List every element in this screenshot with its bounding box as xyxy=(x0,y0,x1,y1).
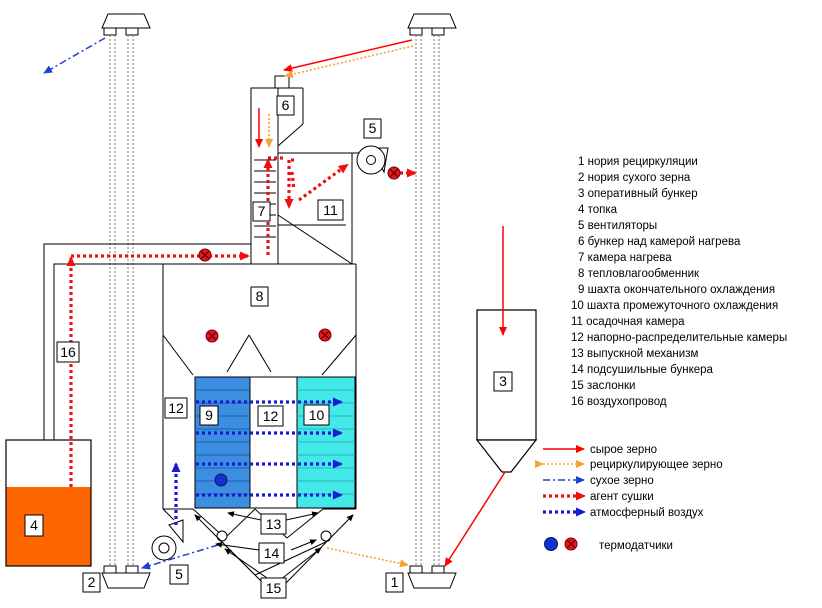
svg-text:12: 12 xyxy=(263,408,279,424)
flow-legend: сырое зерно рециркулирующее зерно сухое … xyxy=(535,444,723,519)
elevator-1 xyxy=(407,13,457,589)
svg-text:9: 9 xyxy=(205,407,213,423)
svg-text:10: 10 xyxy=(309,407,325,423)
pointer-lines xyxy=(194,511,354,584)
svg-text:13 выпускной механизм: 13 выпускной механизм xyxy=(571,348,698,360)
svg-text:6 бункер над камерой нагрева: 6 бункер над камерой нагрева xyxy=(578,236,741,248)
svg-text:атмосферный воздух: атмосферный воздух xyxy=(590,507,704,519)
heat-exchanger-ladder xyxy=(254,159,276,238)
number-texts: 6 7 11 5 8 12 9 12 10 16 4 3 5 2 1 13 14… xyxy=(30,97,507,596)
atmospheric-air-flows xyxy=(171,397,343,525)
svg-text:3: 3 xyxy=(499,373,507,389)
svg-text:5: 5 xyxy=(175,566,183,582)
svg-text:1 нория рециркуляции: 1 нория рециркуляции xyxy=(578,156,698,168)
sensor-exchanger-right xyxy=(318,328,332,342)
recirc-grain-flows xyxy=(265,45,414,568)
sensor-fan-outlet xyxy=(387,166,401,180)
sensor-legend: термодатчики xyxy=(544,537,673,552)
svg-text:15 заслонки: 15 заслонки xyxy=(571,380,635,392)
number-labels xyxy=(24,95,513,599)
heating-column xyxy=(250,75,353,265)
svg-text:14: 14 xyxy=(264,545,280,561)
sensor-legend-blue-icon xyxy=(544,537,558,551)
sensor-duct xyxy=(198,248,212,262)
svg-text:4 топка: 4 топка xyxy=(578,204,618,216)
raw-grain-flows xyxy=(255,39,507,567)
svg-text:сухое зерно: сухое зерно xyxy=(590,475,654,487)
svg-text:15: 15 xyxy=(266,580,282,596)
svg-text:10 шахта промежуточного охлажд: 10 шахта промежуточного охлаждения xyxy=(571,300,778,312)
shaft-final-cooling xyxy=(194,376,251,509)
svg-text:рециркулирующее зерно: рециркулирующее зерно xyxy=(590,459,723,471)
main-body xyxy=(162,263,357,509)
sensor-legend-red-icon xyxy=(564,537,578,551)
svg-text:9 шахта окончательного охлажде: 9 шахта окончательного охлаждения xyxy=(578,284,775,296)
svg-text:8 тепловлагообменник: 8 тепловлагообменник xyxy=(578,268,700,280)
distribution-chamber-center xyxy=(249,376,298,509)
drying-agent-flows xyxy=(66,156,417,487)
svg-text:13: 13 xyxy=(266,516,282,532)
svg-text:3 оперативный бункер: 3 оперативный бункер xyxy=(578,188,698,200)
component-legend: 1 нория рециркуляции 2 нория сухого зерн… xyxy=(571,156,787,408)
svg-text:сырое зерно: сырое зерно xyxy=(590,444,657,456)
shaft-intermediate-cooling xyxy=(296,376,356,509)
svg-text:11: 11 xyxy=(323,202,338,218)
fan-bottom xyxy=(151,519,184,561)
svg-text:7: 7 xyxy=(258,203,266,219)
svg-text:2 нория сухого зерна: 2 нория сухого зерна xyxy=(578,172,691,184)
svg-text:термодатчики: термодатчики xyxy=(599,540,673,552)
svg-text:14 подсушильные бункера: 14 подсушильные бункера xyxy=(571,364,714,376)
svg-text:4: 4 xyxy=(30,517,38,533)
svg-text:11 осадочная камера: 11 осадочная камера xyxy=(571,316,685,328)
svg-text:6: 6 xyxy=(282,97,290,113)
svg-text:5 вентиляторы: 5 вентиляторы xyxy=(578,220,657,232)
svg-text:1: 1 xyxy=(391,574,399,590)
elevator-2 xyxy=(101,13,151,589)
svg-text:12 напорно-распределительные к: 12 напорно-распределительные камеры xyxy=(571,332,787,344)
dry-grain-flows xyxy=(43,37,219,570)
air-duct xyxy=(43,243,251,440)
svg-text:8: 8 xyxy=(256,288,264,304)
svg-text:5: 5 xyxy=(369,120,377,136)
svg-text:16: 16 xyxy=(60,344,76,360)
svg-text:агент сушки: агент сушки xyxy=(590,491,654,503)
svg-text:2: 2 xyxy=(88,574,96,590)
sensor-exchanger-left xyxy=(205,329,219,343)
svg-text:16 воздухопровод: 16 воздухопровод xyxy=(571,396,667,408)
fan-top xyxy=(352,145,389,175)
svg-text:12: 12 xyxy=(168,400,184,416)
svg-text:7 камера нагрева: 7 камера нагрева xyxy=(578,252,672,264)
sensor-final-shaft xyxy=(214,473,228,487)
furnace xyxy=(5,439,92,567)
